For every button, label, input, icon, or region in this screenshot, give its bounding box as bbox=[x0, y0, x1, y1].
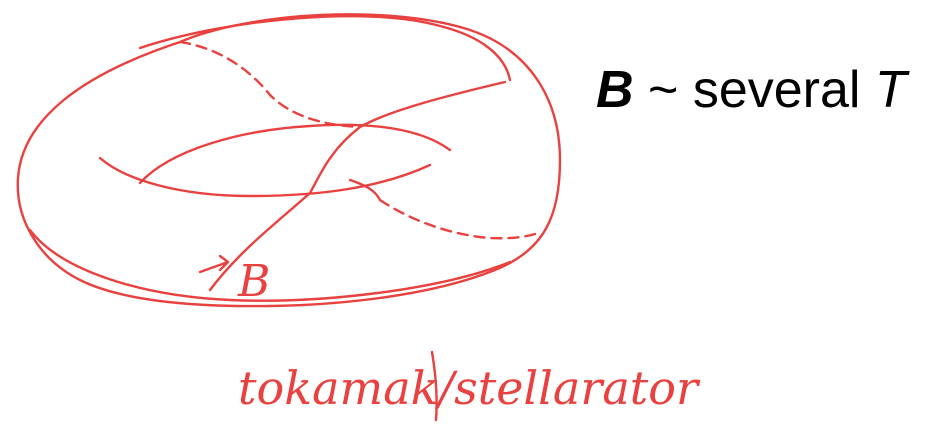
unit-symbol: T bbox=[875, 61, 907, 119]
torus-outer-outline bbox=[18, 14, 560, 306]
torus-hole-lower bbox=[100, 158, 430, 196]
magnitude-word: several bbox=[693, 61, 875, 119]
field-strength-label: B ~ several T bbox=[596, 60, 907, 120]
field-arrow-label: B bbox=[237, 256, 270, 307]
field-arrow-icon bbox=[200, 256, 228, 272]
field-symbol: B bbox=[596, 61, 634, 119]
tilde: ~ bbox=[634, 61, 693, 119]
field-line-hidden-right bbox=[380, 200, 535, 238]
sketch-caption: tokamak/stellarator bbox=[238, 361, 701, 415]
field-line-hidden-top bbox=[180, 42, 360, 127]
